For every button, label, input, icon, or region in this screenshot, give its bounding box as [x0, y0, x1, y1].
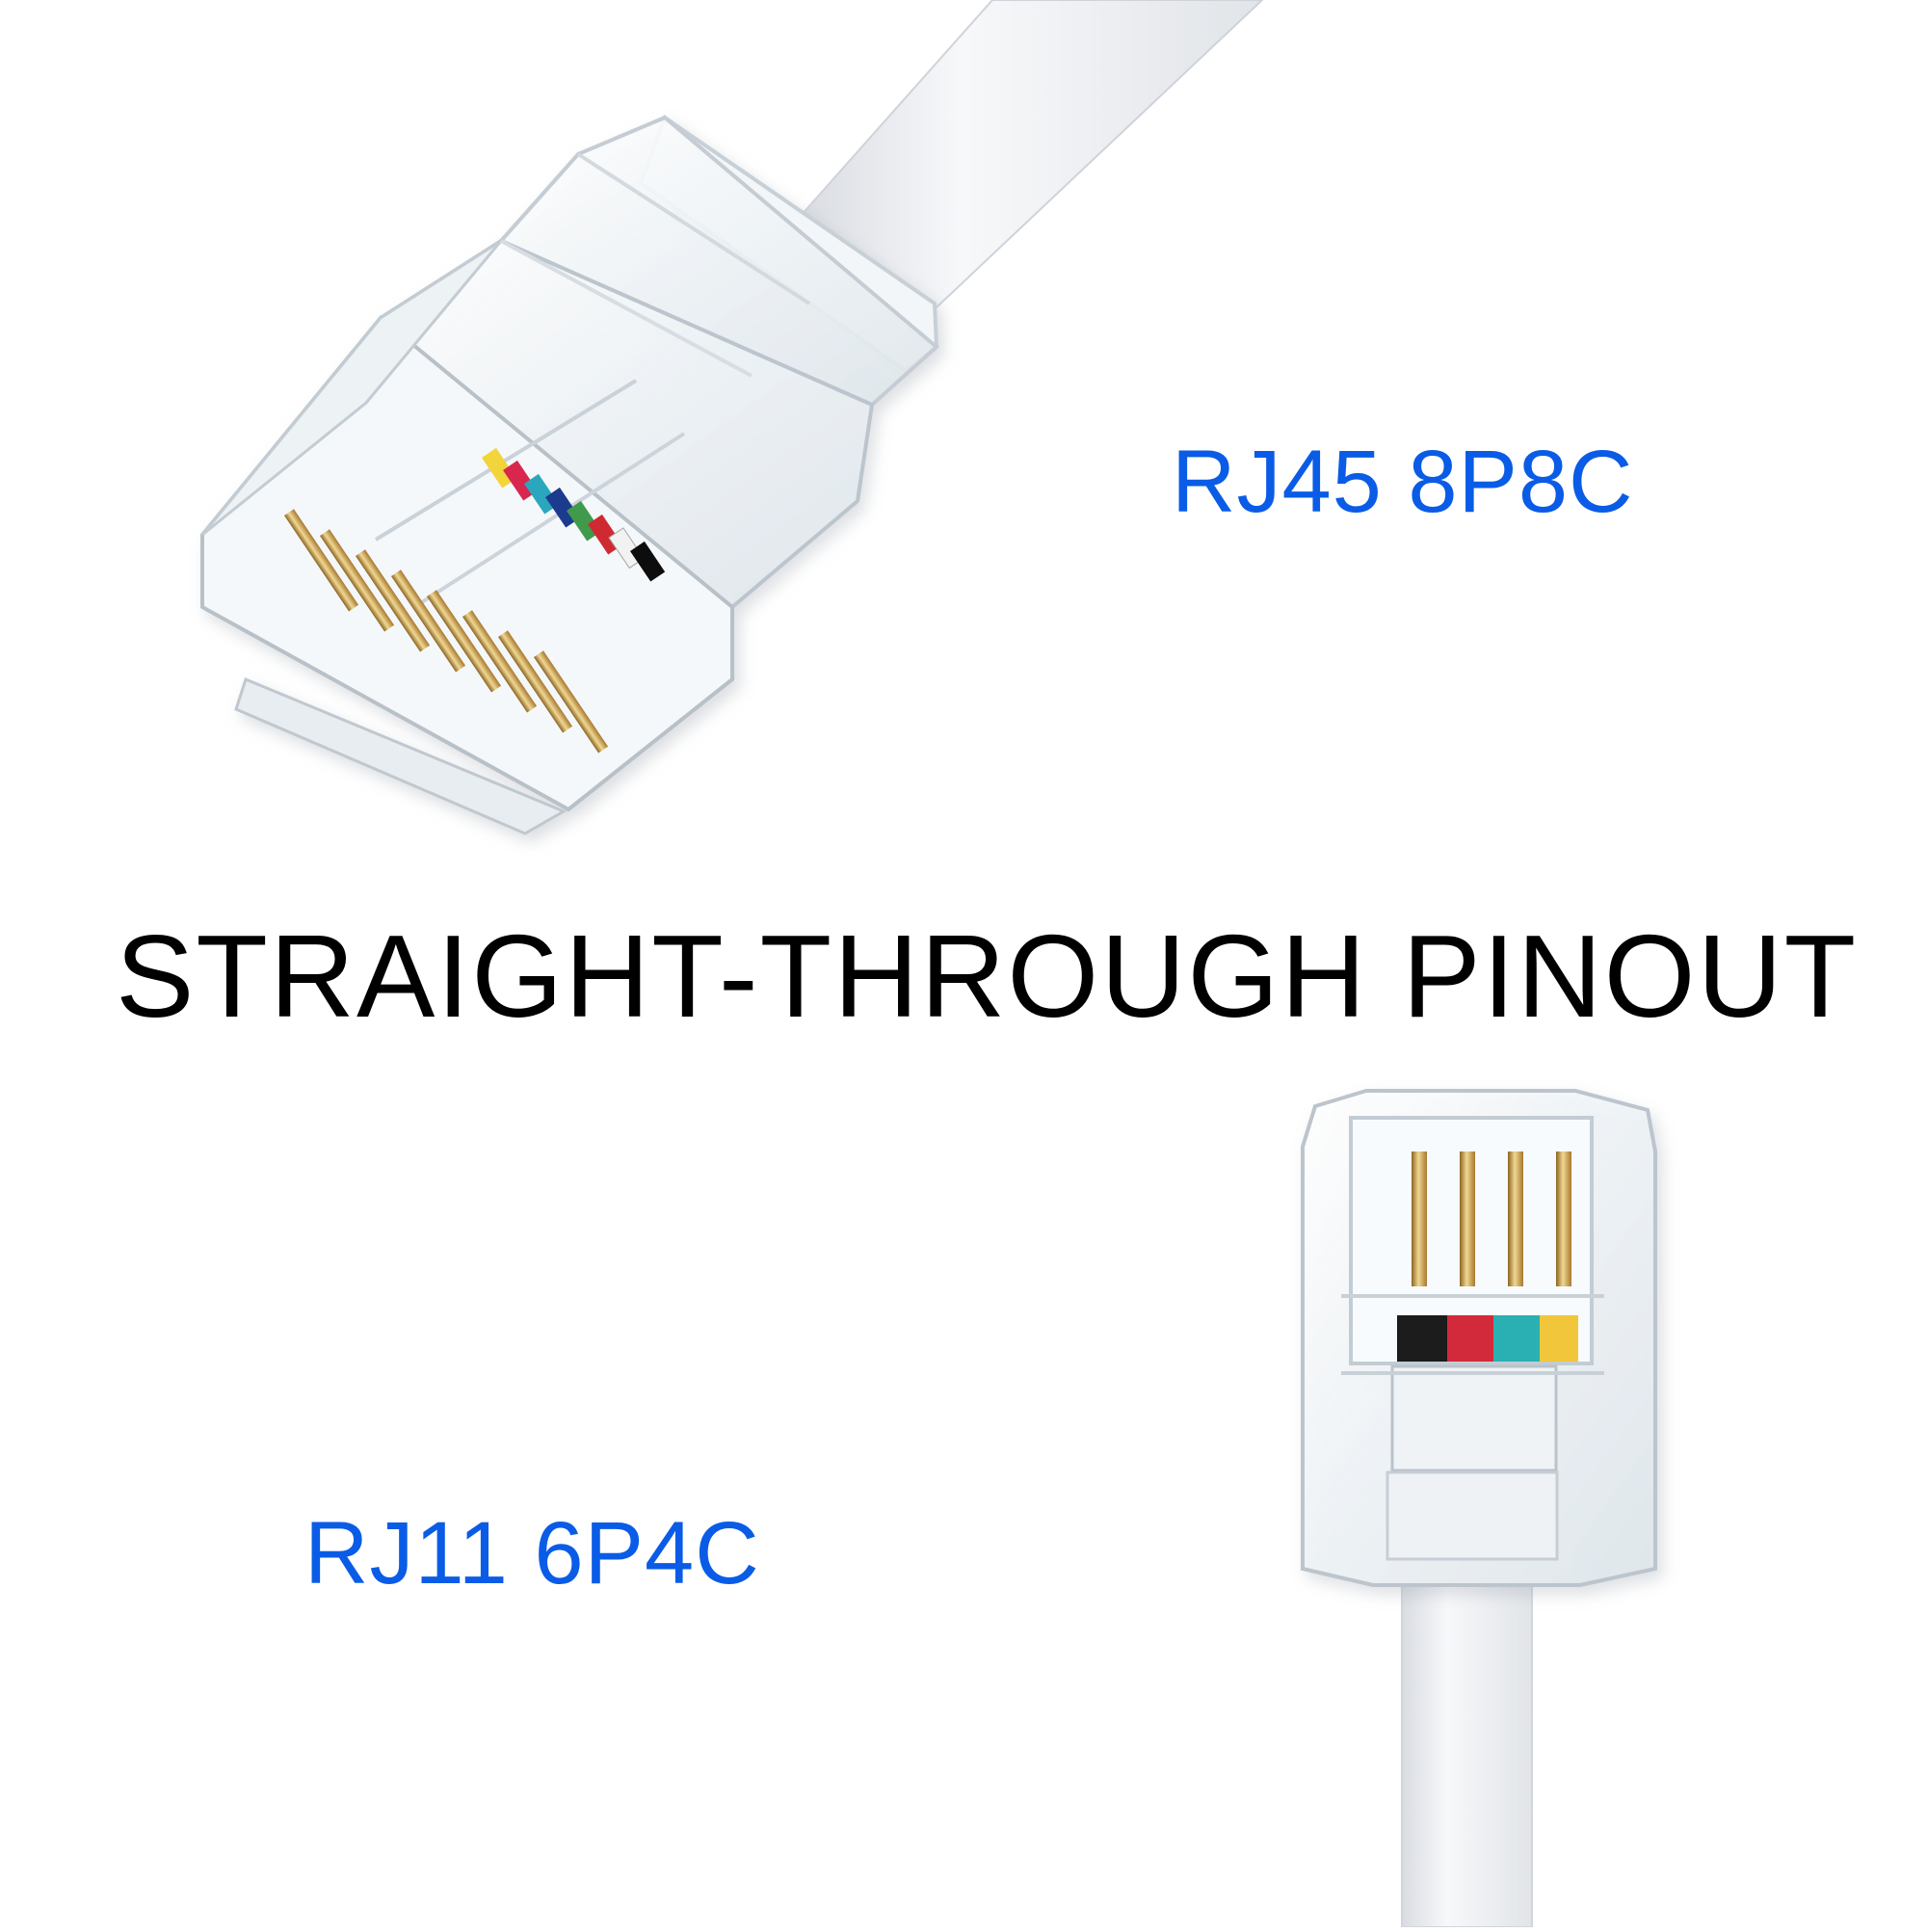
pinout-headline: STRAIGHT-THROUGH PINOUT [116, 911, 1859, 1042]
rj45-connector [200, 114, 940, 835]
rj11-contacts [1412, 1151, 1571, 1286]
rj11-label: RJ11 6P4C [304, 1504, 760, 1602]
rj11-cable [1401, 1584, 1533, 1928]
rj45-label: RJ45 8P8C [1172, 433, 1634, 531]
rj11-connector [1301, 1089, 1657, 1587]
rj11-wire-bundle [1397, 1315, 1578, 1362]
rj45-contacts [284, 509, 609, 754]
rj45-wire-bundle [482, 447, 666, 582]
